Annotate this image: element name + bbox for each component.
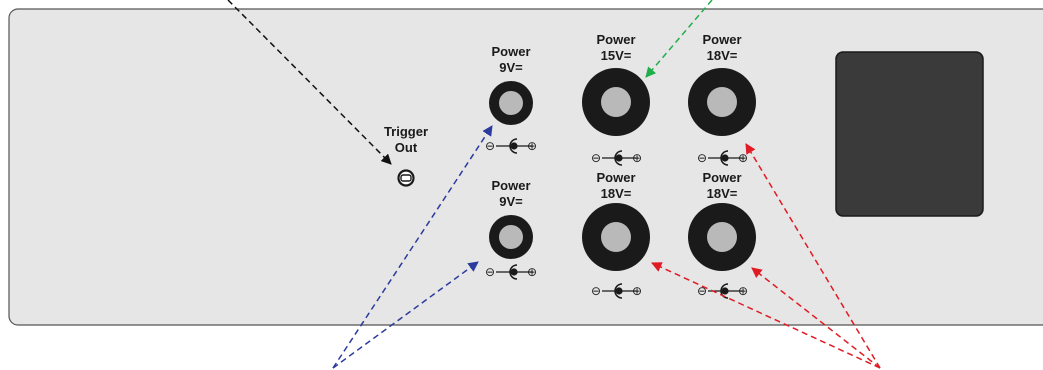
power-jack-18v-top: Power 18V= ⊖ ⊕	[688, 32, 756, 166]
polarity-symbol: ⊖ ⊕	[485, 138, 537, 154]
trigger-out-connector	[397, 169, 415, 187]
polarity-symbol: ⊖ ⊕	[697, 150, 748, 166]
display-window	[835, 51, 984, 217]
jack-label-line2: 9V=	[499, 194, 523, 209]
polarity-plus-icon: ⊕	[527, 265, 537, 279]
power-jack-18v-bottom-middle: Power 18V= ⊖ ⊕	[582, 170, 650, 299]
power-jack-9v-bottom: Power 9V= ⊖ ⊕	[485, 178, 537, 280]
polarity-symbol: ⊖ ⊕	[485, 264, 537, 280]
polarity-symbol: ⊖ ⊕	[591, 150, 642, 166]
trigger-out-group: Trigger Out	[384, 124, 428, 187]
jack-label-line1: Power	[596, 32, 635, 47]
polarity-minus-icon: ⊖	[697, 151, 707, 165]
polarity-plus-icon: ⊕	[632, 284, 642, 298]
jack-label-line1: Power	[491, 178, 530, 193]
arrow-to-power-18v-bottom-right	[751, 267, 881, 369]
trigger-out-label-line1: Trigger	[384, 124, 428, 139]
jack-label-line1: Power	[491, 44, 530, 59]
jack-center	[601, 87, 631, 117]
polarity-minus-icon: ⊖	[591, 284, 601, 298]
arrow-to-power-18v-bottom-middle	[651, 262, 881, 369]
polarity-minus-icon: ⊖	[485, 265, 495, 279]
jack-label-line1: Power	[596, 170, 635, 185]
polarity-plus-icon: ⊕	[632, 151, 642, 165]
jack-label-line1: Power	[702, 170, 741, 185]
jack-label-line2: 18V=	[707, 48, 738, 63]
jack-center	[707, 222, 737, 252]
device-panel	[8, 8, 1043, 326]
trigger-out-label-line2: Out	[395, 140, 418, 155]
power-jack-18v-bottom-right: Power 18V= ⊖ ⊕	[688, 170, 756, 299]
power-jack-9v-top: Power 9V= ⊖ ⊕	[485, 44, 537, 154]
jack-label-line1: Power	[702, 32, 741, 47]
polarity-plus-icon: ⊕	[527, 139, 537, 153]
polarity-plus-icon: ⊕	[738, 284, 748, 298]
callout-arrows	[227, 0, 881, 369]
arrow-to-trigger-out	[227, 0, 392, 165]
trigger-out-connector-slot	[400, 174, 412, 182]
arrow-to-power-9v-top	[332, 125, 493, 369]
arrow-to-power-18v-top	[745, 143, 881, 369]
jack-label-line2: 18V=	[601, 186, 632, 201]
arrow-to-power-15v	[645, 0, 713, 78]
polarity-minus-icon: ⊖	[591, 151, 601, 165]
jack-label-line2: 9V=	[499, 60, 523, 75]
jack-center	[707, 87, 737, 117]
polarity-plus-icon: ⊕	[738, 151, 748, 165]
polarity-minus-icon: ⊖	[697, 284, 707, 298]
jack-center	[601, 222, 631, 252]
jack-label-line2: 15V=	[601, 48, 632, 63]
polarity-symbol: ⊖ ⊕	[591, 283, 642, 299]
polarity-minus-icon: ⊖	[485, 139, 495, 153]
jack-center	[499, 91, 523, 115]
power-jack-15v: Power 15V= ⊖ ⊕	[582, 32, 650, 166]
jack-center	[499, 225, 523, 249]
jack-label-line2: 18V=	[707, 186, 738, 201]
